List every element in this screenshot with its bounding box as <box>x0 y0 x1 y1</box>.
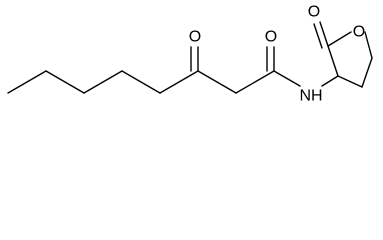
bond-lactone-carbonyl-double <box>313 23 323 49</box>
bond-ring-c5-c4 <box>361 57 373 88</box>
bond-c7-c8 <box>235 70 275 94</box>
amide-oxygen-label: O <box>265 29 277 46</box>
ketone-group <box>190 46 237 94</box>
bond-c2-c3 <box>45 70 85 94</box>
bond-c5-c6 <box>159 70 199 94</box>
bond-lactone-carbonyl-single <box>319 21 329 47</box>
bond-ring-c3-c2 <box>327 45 339 77</box>
amide-group <box>235 46 339 94</box>
bond-c3-c4 <box>83 70 123 94</box>
bond-ring-c2-o <box>327 31 352 47</box>
bond-c6-c7 <box>197 70 237 94</box>
bond-c1-c2 <box>7 70 47 94</box>
alkyl-chain <box>7 70 199 94</box>
bond-n-ring-c <box>321 75 339 87</box>
bond-ring-o-c5 <box>364 31 373 59</box>
ring-oxygen-label: O <box>353 24 365 41</box>
bond-c8-n <box>273 70 301 87</box>
amide-nitrogen-label: NH <box>299 88 322 105</box>
bond-ring-c4-c3 <box>337 75 363 88</box>
lactone-ring <box>313 21 373 88</box>
ketone-oxygen-label: O <box>189 29 201 46</box>
bond-c4-c5 <box>121 70 161 94</box>
skeletal-structure-diagram: O O NH O O <box>7 4 373 105</box>
lactone-carbonyl-oxygen-label: O <box>308 4 320 21</box>
